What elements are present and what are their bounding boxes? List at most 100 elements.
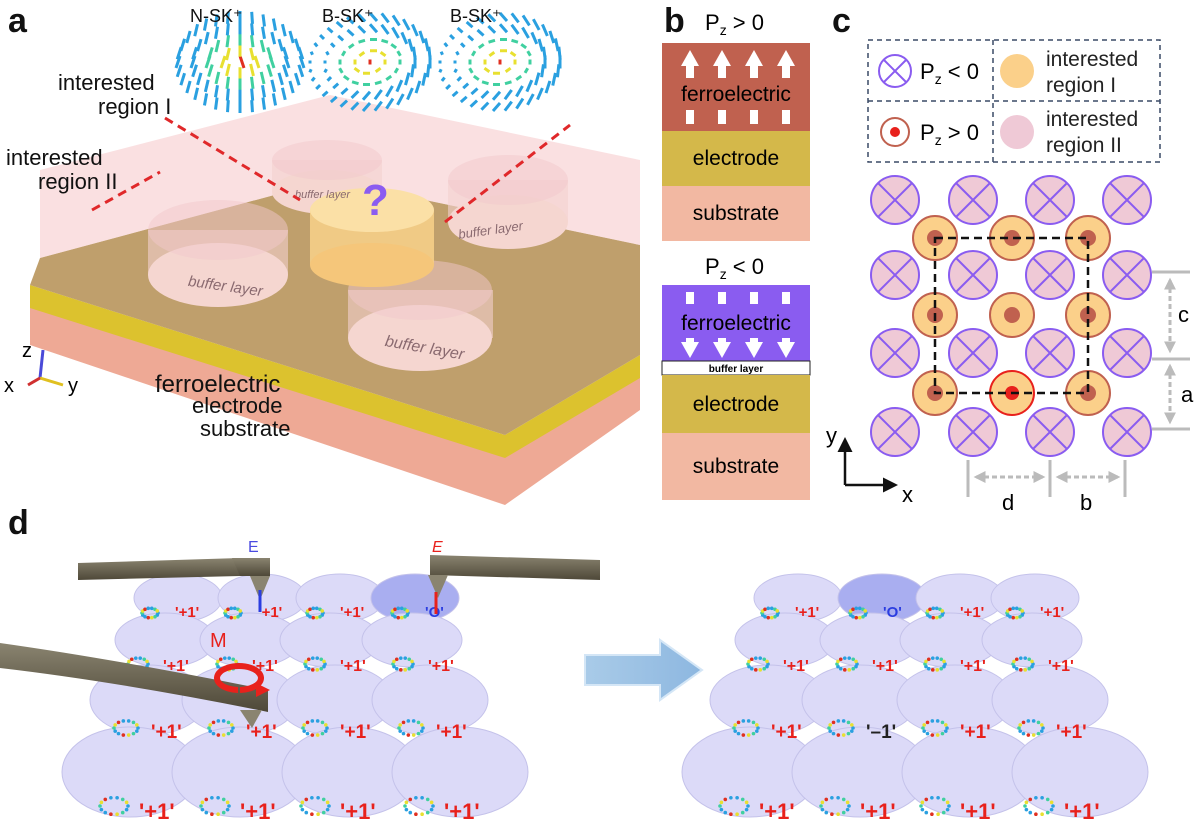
panel-label-c: c: [832, 2, 851, 40]
pz-negative-site: [1025, 250, 1075, 300]
pz-positive-site: [989, 292, 1035, 338]
spin-arrow: [532, 18, 541, 31]
spin-arrow: [438, 68, 443, 73]
spin-arrow: [504, 66, 512, 73]
spin-arrow: [503, 89, 513, 101]
spin-arrow: [425, 64, 431, 78]
spin-arrow: [526, 50, 532, 57]
tip-electric-left: E: [78, 539, 270, 612]
spin-arrow: [280, 87, 287, 101]
spin-arrow: [225, 23, 230, 36]
spin-arrow: [411, 46, 417, 60]
panel-a: a buffer layer buffer layer buffer layer…: [4, 2, 640, 505]
dimension-lines: c a d b: [966, 270, 1194, 515]
skyrmion-texture: [923, 656, 947, 672]
spin-arrow: [250, 11, 254, 24]
region-2-swatch: [1000, 115, 1034, 149]
substrate-label: substrate: [693, 455, 779, 478]
substrate-label: substrate: [693, 202, 779, 225]
panel-d: d '+1''+1''+1''O''+1''+1''+1''+1''+1''+1…: [0, 504, 1149, 824]
spin-arrow: [340, 50, 347, 57]
spin-arrow: [310, 76, 316, 82]
spin-arrow: [373, 100, 383, 112]
topological-charge-label: '+1': [960, 799, 996, 824]
pz-negative-title: Pz < 0: [705, 254, 764, 282]
spin-arrow: [259, 39, 266, 53]
dim-a-label: a: [1181, 382, 1194, 407]
skyrmion-texture: [207, 719, 235, 737]
buffer-disc: [991, 664, 1109, 736]
spin-arrow: [380, 12, 390, 24]
spin-arrow: [530, 31, 539, 45]
skyrmion-texture: [819, 796, 851, 816]
skyrmion-texture: [1011, 656, 1035, 672]
skyrmion-label: B-SK⁺: [322, 6, 374, 26]
pz-negative-site: [870, 175, 920, 225]
question-mark: ?: [362, 176, 389, 225]
spin-arrow: [439, 51, 444, 56]
spin-arrow: [309, 51, 314, 56]
topological-charge-label: '+1': [444, 799, 480, 824]
spin-arrow: [214, 39, 221, 53]
topological-charge-label: '+1': [1040, 604, 1064, 621]
spin-arrow: [515, 74, 523, 81]
spin-arrow: [526, 93, 535, 106]
topological-charge-label: '+1': [960, 604, 984, 621]
spin-arrow: [511, 38, 519, 44]
spin-arrow: [270, 79, 277, 93]
spin-arrow: [468, 67, 474, 74]
spin-arrow: [319, 34, 326, 40]
spin-arrow: [503, 100, 513, 112]
dim-d-label: d: [1002, 490, 1014, 515]
skyrmion-texture: [397, 719, 425, 737]
topological-charge-label: '–1': [866, 722, 896, 743]
spin-arrow: [395, 79, 404, 93]
spin-arrow: [381, 38, 389, 44]
spin-arrow: [335, 20, 344, 29]
spin-arrow: [453, 68, 458, 74]
spin-arrow: [315, 84, 322, 90]
spin-arrow: [214, 97, 219, 110]
spin-arrow: [358, 38, 366, 44]
spin-arrow: [480, 90, 490, 100]
spin-arrow: [329, 95, 338, 104]
arrow-tail: [782, 110, 790, 124]
skyrmion-texture: [835, 656, 859, 672]
topological-charge-label: '+1': [340, 722, 371, 743]
electrode-label: electrode: [693, 147, 779, 170]
spin-arrow: [219, 55, 227, 69]
spin-arrow: [391, 26, 400, 39]
spin-arrow: [196, 72, 203, 86]
spin-arrow: [361, 90, 372, 101]
pz-negative-site: [870, 407, 920, 457]
spin-arrow: [385, 85, 394, 98]
skyrmion-texture: [174, 11, 306, 113]
spin-arrow: [277, 72, 284, 86]
spin-arrow: [480, 101, 490, 111]
spin-arrow: [261, 97, 266, 110]
dim-c-label: c: [1178, 302, 1189, 327]
topological-charge-label: '+1': [151, 722, 182, 743]
spin-arrow: [261, 14, 266, 27]
spin-arrow: [357, 24, 367, 34]
topological-charge-label: '+1': [860, 799, 896, 824]
axes-a: z x y: [4, 340, 78, 397]
spin-arrow: [465, 20, 474, 29]
spin-arrow: [226, 11, 230, 24]
spin-arrow: [175, 64, 183, 78]
arrow-up-icon: [713, 50, 731, 78]
arrow-up-icon: [681, 50, 699, 78]
topological-charge-label: '+1': [783, 658, 809, 675]
pz-negative-site: [870, 328, 920, 378]
spin-arrow: [421, 72, 427, 86]
spin-arrow: [261, 26, 266, 40]
spin-arrow: [414, 80, 422, 94]
ferroelectric-label: ferroelectric: [681, 312, 791, 335]
spin-arrow: [459, 95, 468, 104]
spin-arrow: [459, 42, 466, 48]
spin-arrow: [521, 14, 531, 27]
transition-arrow: [584, 638, 704, 702]
arrow-tail: [750, 292, 758, 304]
spin-arrow: [347, 43, 355, 50]
